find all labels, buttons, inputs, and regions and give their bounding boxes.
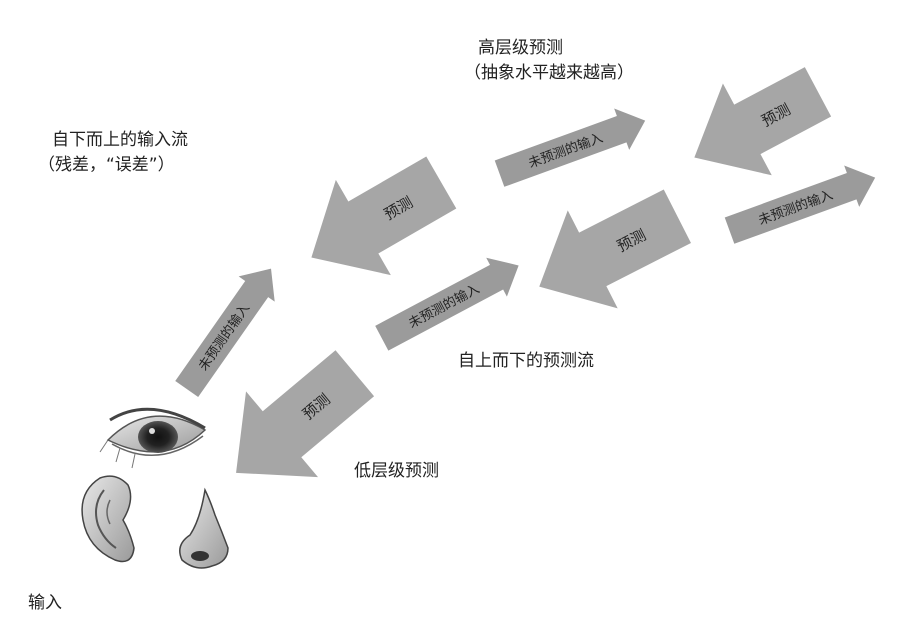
input-label: 输入 xyxy=(28,593,62,613)
high-level-prediction-label: 高层级预测 xyxy=(478,38,563,58)
unpredicted-input-arrow-right: 未预测的输入 xyxy=(724,165,876,244)
unpredicted-input-arrow-lower: 未预测的输入 xyxy=(175,268,275,398)
unpredicted-input-arrow-top: 未预测的输入 xyxy=(494,108,646,187)
low-level-prediction-label: 低层级预测 xyxy=(354,461,439,481)
prediction-arrow-top: 预测 xyxy=(694,67,832,176)
bottom-up-stream-sublabel: （残差，“误差”） xyxy=(38,155,175,175)
ear-icon xyxy=(81,475,135,563)
prediction-arrow-bottom: 预测 xyxy=(236,350,375,478)
eye-icon xyxy=(99,407,207,469)
high-level-prediction-sublabel: （抽象水平越来越高） xyxy=(464,63,634,83)
top-down-stream-label: 自上而下的预测流 xyxy=(458,351,594,371)
prediction-arrow-mid: 预测 xyxy=(539,189,691,309)
nose-icon xyxy=(179,487,229,569)
unpredicted-input-arrow-mid: 未预测的输入 xyxy=(375,257,519,351)
prediction-arrow-upper-mid: 预测 xyxy=(311,156,457,276)
bottom-up-stream-label: 自下而上的输入流 xyxy=(52,130,188,150)
